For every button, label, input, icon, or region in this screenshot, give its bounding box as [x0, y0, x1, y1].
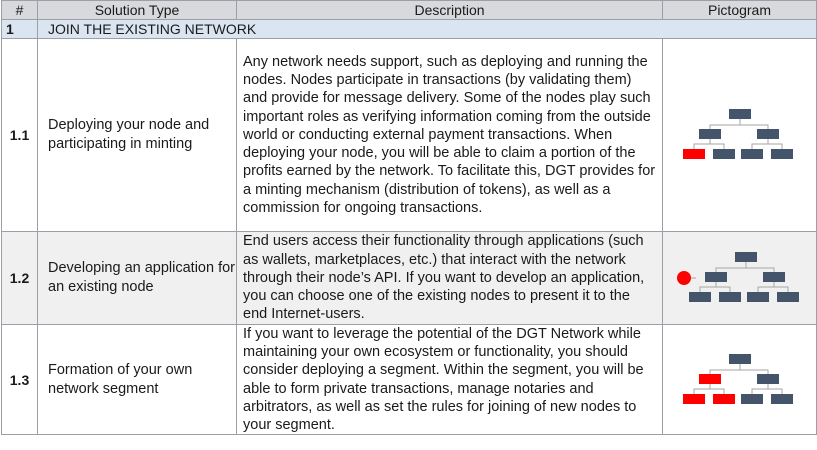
header-pictogram: Pictogram — [662, 0, 817, 20]
row-pictogram — [662, 231, 817, 325]
row-pictogram — [662, 323, 817, 436]
row-solution-type: Formation of your own network segment — [37, 323, 237, 436]
row-pictogram — [662, 38, 817, 232]
header-description: Description — [236, 0, 663, 20]
group-num: 1 — [1, 19, 38, 39]
row-solution-type: Developing an application for an existin… — [37, 231, 237, 325]
group-row: 1 JOIN THE EXISTING NETWORK — [1, 19, 817, 39]
row-description: If you want to leverage the potential of… — [236, 323, 663, 436]
network-tree-red-client-icon — [676, 252, 799, 302]
network-tree-red-segment-icon — [682, 353, 793, 404]
table-row: 1.3 Formation of your own network segmen… — [1, 323, 817, 436]
header-num: # — [1, 0, 38, 20]
header-solution-type: Solution Type — [37, 0, 237, 20]
row-num: 1.2 — [1, 231, 38, 325]
table-row: 1.2 Developing an application for an exi… — [1, 231, 817, 325]
row-description: End users access their functionality thr… — [236, 231, 663, 325]
row-num: 1.1 — [1, 38, 38, 232]
row-solution-type: Deploying your node and participating in… — [37, 38, 237, 232]
table-row: 1.1 Deploying your node and participatin… — [1, 38, 817, 232]
solutions-table: # Solution Type Description Pictogram 1 … — [1, 0, 817, 436]
row-description: Any network needs support, such as deplo… — [236, 38, 663, 232]
header-row: # Solution Type Description Pictogram — [1, 0, 817, 20]
group-title: JOIN THE EXISTING NETWORK — [37, 19, 817, 39]
row-num: 1.3 — [1, 323, 38, 436]
network-tree-one-red-leaf-icon — [682, 109, 793, 159]
